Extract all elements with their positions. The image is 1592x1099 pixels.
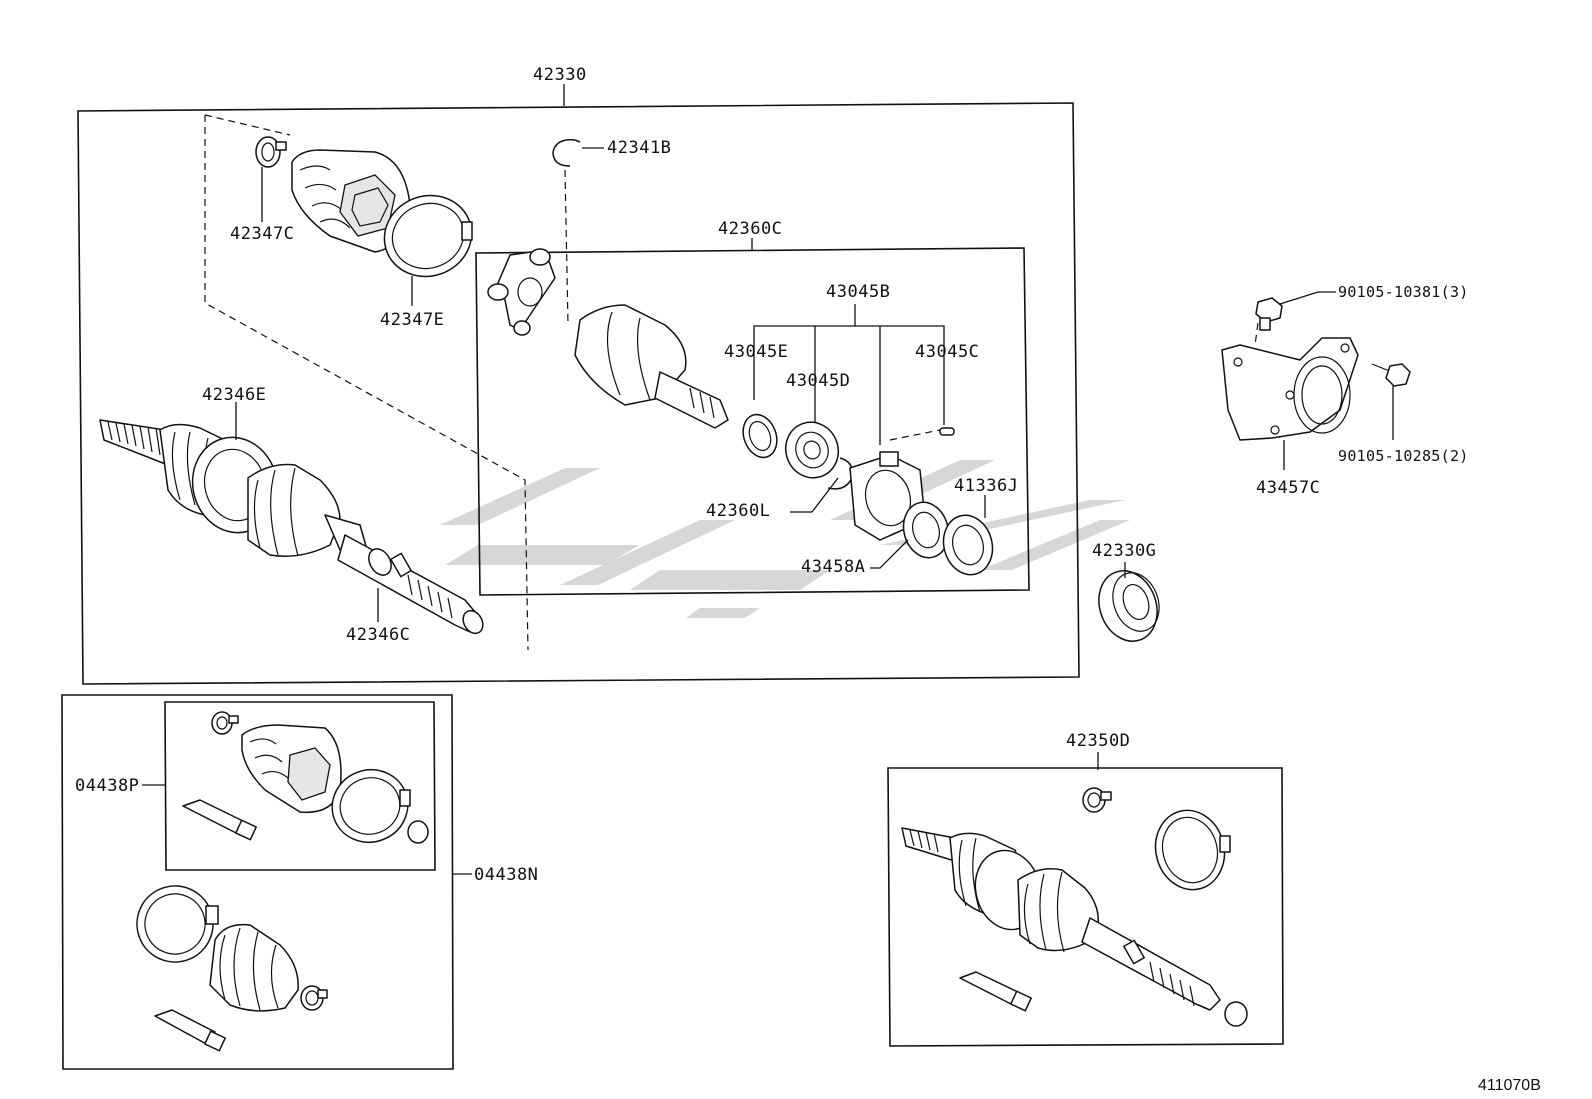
- alt-shaft: [901, 827, 1221, 1011]
- boot-clamp-large: [383, 194, 473, 278]
- label-43045B: 43045B: [826, 282, 890, 302]
- kit-clamp-large-1: [331, 769, 411, 843]
- bearing: [785, 421, 839, 479]
- label-43457C: 43457C: [1256, 478, 1320, 498]
- label-42347C: 42347C: [230, 224, 294, 244]
- alt-clamp-small: [1082, 787, 1112, 813]
- alt-clamp-ring: [1224, 1001, 1248, 1027]
- label-42346E: 42346E: [202, 385, 266, 405]
- label-42360C: 42360C: [718, 219, 782, 239]
- boot-kit-outer-frame: [61, 694, 454, 1070]
- bearing-bracket: [1221, 337, 1359, 441]
- label-43458A: 43458A: [801, 557, 865, 577]
- label-42330: 42330: [533, 65, 587, 85]
- outboard-shaft-assembly: [99, 419, 484, 635]
- diagram-reference: 411070B: [1478, 1077, 1541, 1094]
- bolt-lower: [1371, 363, 1411, 387]
- label-04438P: 04438P: [75, 776, 139, 796]
- label-42347E: 42347E: [380, 310, 444, 330]
- label-90105-10285: 90105-10285(2): [1338, 447, 1469, 465]
- kit-clamp-small-1: [211, 711, 239, 735]
- alt-clamp-large: [1154, 809, 1231, 891]
- kit-grease-tube-2: [154, 1009, 226, 1052]
- inboard-joint-kit-frame: [475, 247, 1030, 596]
- label-42330G: 42330G: [1092, 541, 1156, 561]
- inner-boot: [291, 149, 411, 253]
- kit-clamp-small-3: [300, 985, 328, 1011]
- main-assembly-group: 42330 42347C 42347E 42341B: [77, 65, 1080, 685]
- label-42341B: 42341B: [607, 138, 671, 158]
- label-42360L: 42360L: [706, 501, 770, 521]
- exploded-guide-line: [204, 115, 529, 651]
- tripod-joint: [487, 248, 556, 336]
- retaining-pin: [939, 427, 955, 436]
- kit-clamp-small-2: [407, 820, 429, 844]
- label-43045C: 43045C: [915, 342, 979, 362]
- boot-clamp-small: [255, 136, 287, 168]
- bearing-seal-inner: [902, 501, 950, 559]
- label-04438N: 04438N: [474, 865, 538, 885]
- oil-seal: [1098, 570, 1160, 642]
- label-41336J: 41336J: [954, 476, 1018, 496]
- joint-housing: [574, 304, 729, 429]
- main-assembly-frame: [77, 102, 1080, 685]
- alt-shaft-frame: [887, 767, 1284, 1047]
- kit-clamp-large-2: [136, 885, 219, 963]
- kit-boot-2: [209, 923, 299, 1012]
- kit-grease-tube-1: [182, 799, 257, 841]
- alt-shaft-group: 42350D: [887, 731, 1284, 1047]
- label-43045E: 43045E: [724, 342, 788, 362]
- label-42350D: 42350D: [1066, 731, 1130, 751]
- label-43045D: 43045D: [786, 371, 850, 391]
- kit-boot-1: [241, 724, 342, 814]
- label-90105-10381: 90105-10381(3): [1338, 283, 1469, 301]
- bearing-seal-outer: [942, 514, 994, 576]
- bearing-bracket-group: 90105-10381(3) 90105-10285(2) 43457C: [1221, 283, 1469, 498]
- bolt-upper: [1255, 297, 1283, 331]
- label-42346C: 42346C: [346, 625, 410, 645]
- snap-ring: [552, 139, 581, 167]
- boot-kit-group: 04438P 04438N: [61, 694, 538, 1070]
- inner-circlip: [742, 413, 778, 459]
- boot-kit-inner-frame: [164, 701, 436, 871]
- alt-grease-tube: [959, 971, 1032, 1012]
